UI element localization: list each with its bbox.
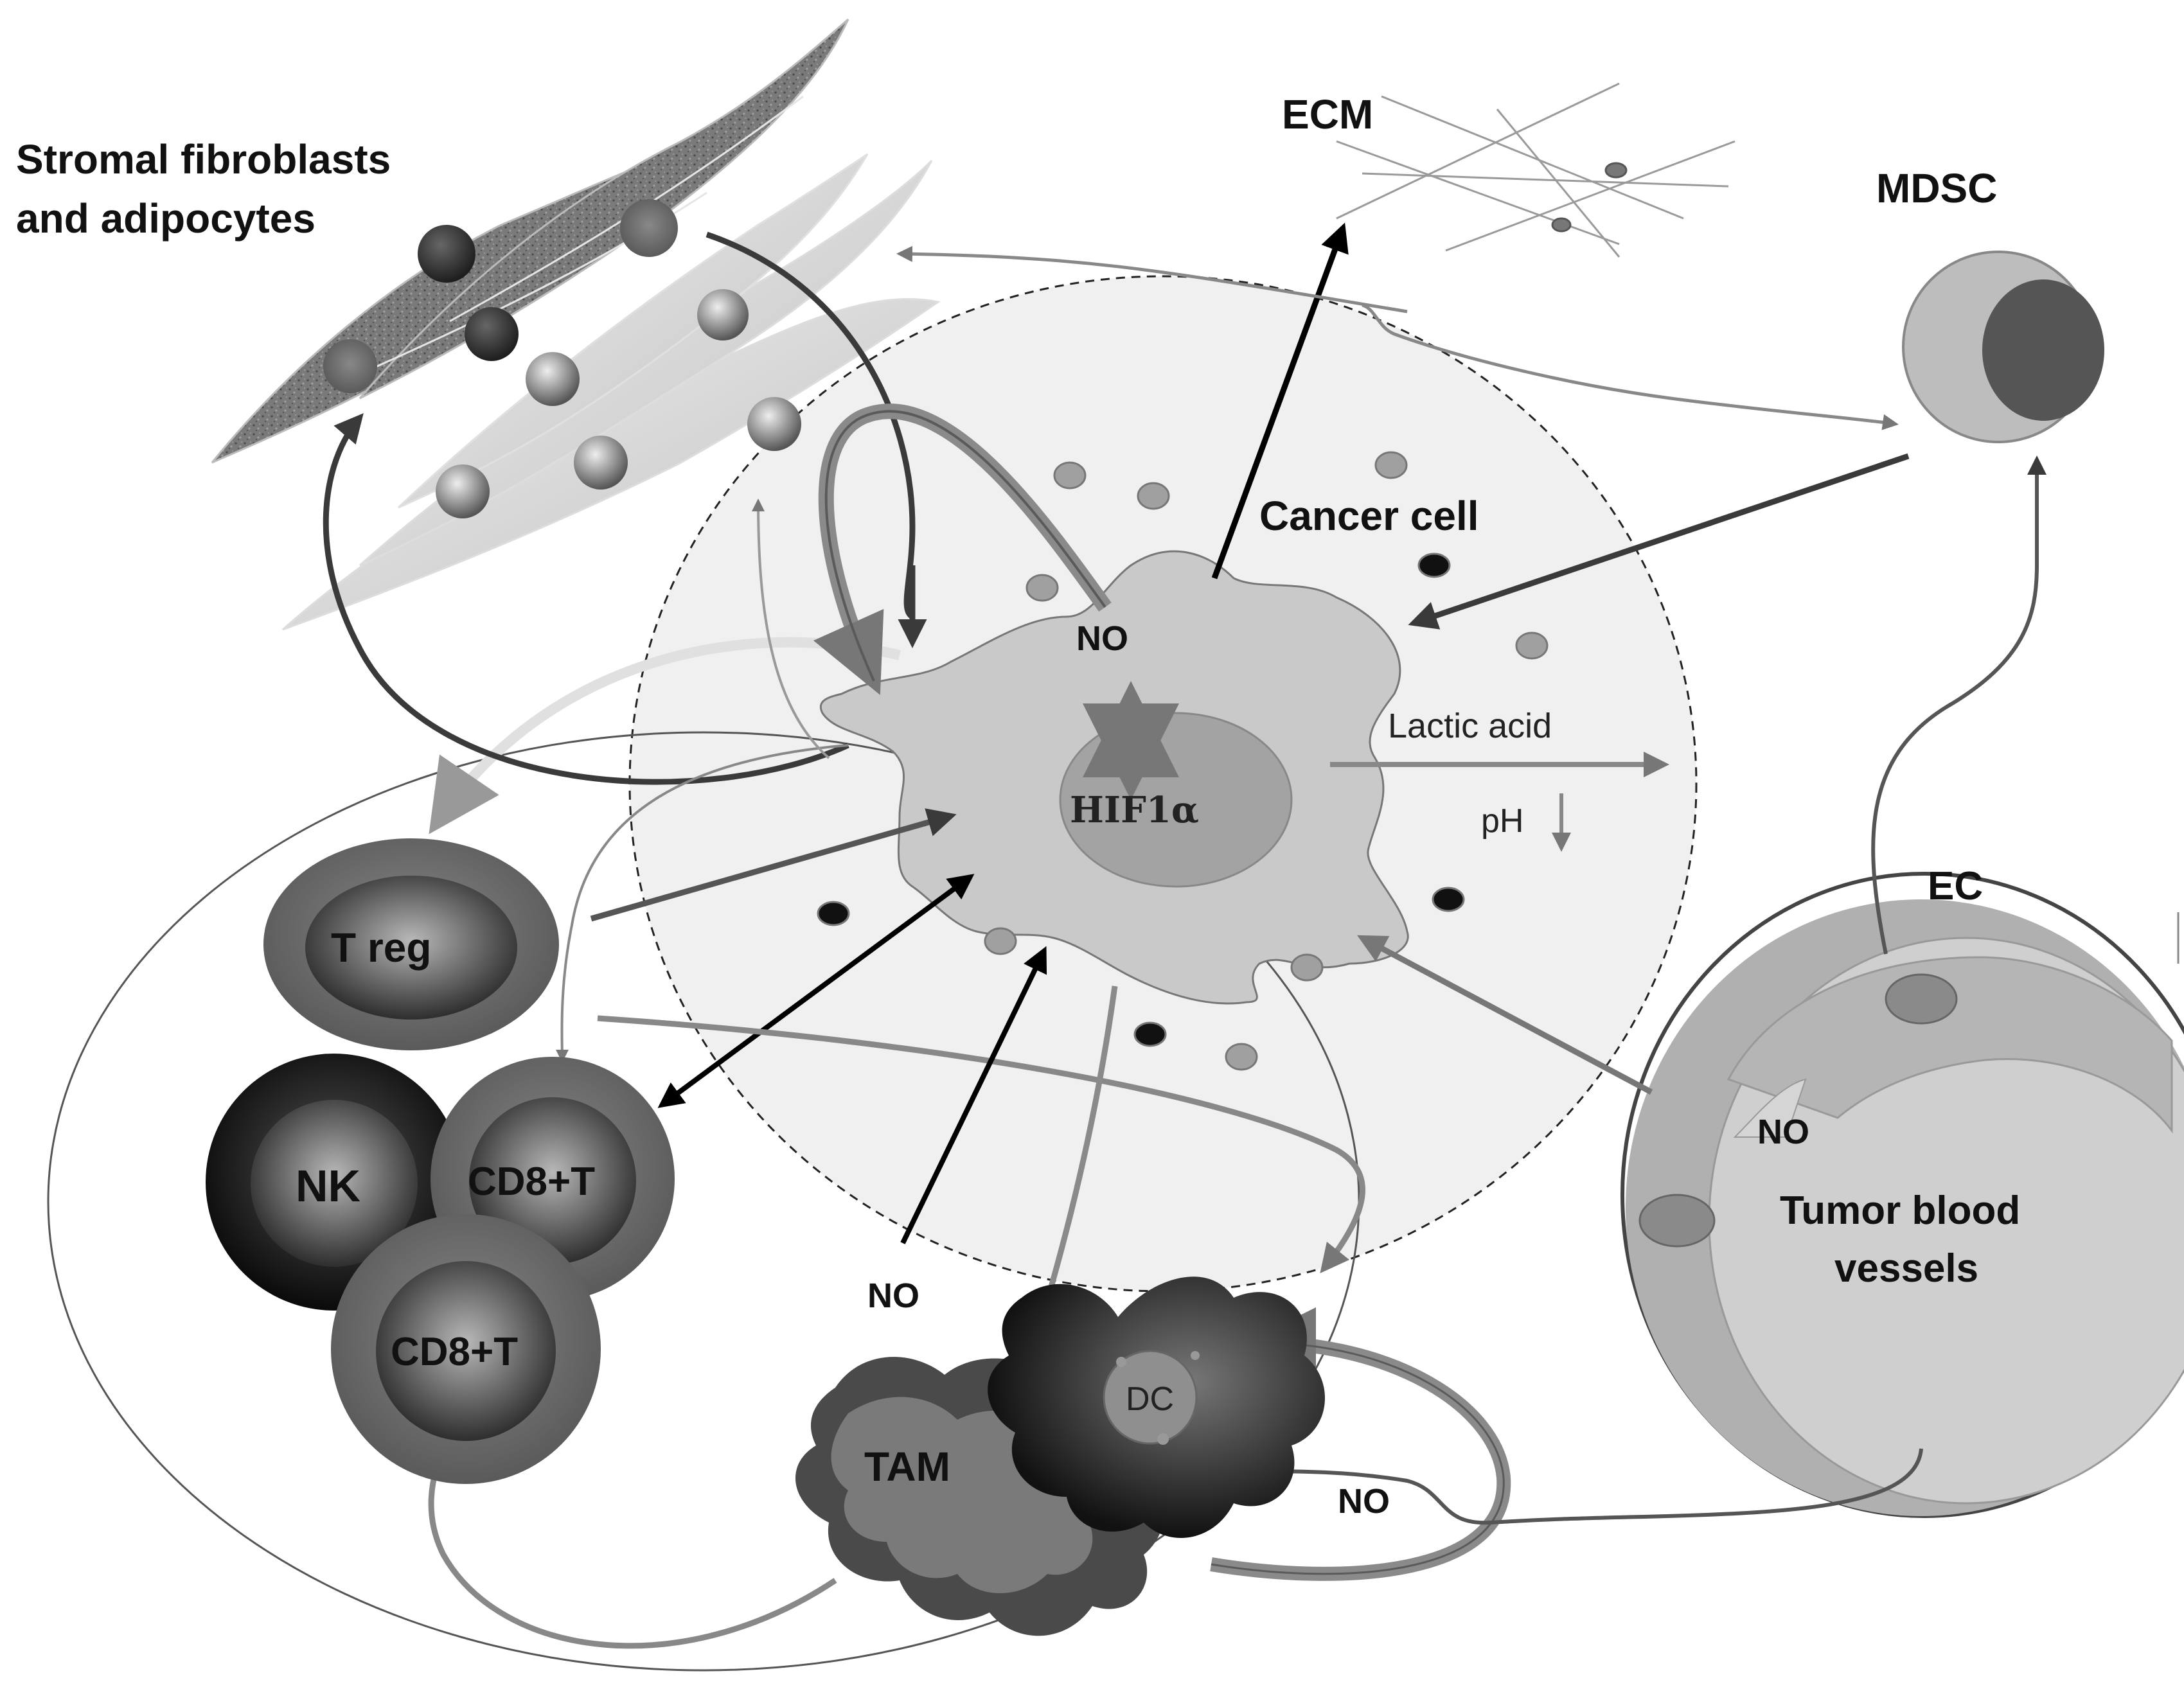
arrow-no-autocrine-edge: [824, 410, 1106, 682]
arrow-mdsc-to-cancer: [1408, 453, 1910, 630]
fibroblast-nucleus: [465, 307, 519, 361]
treg-cell: [263, 838, 559, 1050]
fibroblast-nucleus: [620, 199, 678, 257]
fibroblast-nucleus: [323, 339, 377, 393]
cd8-label-b: CD8+T: [391, 1330, 518, 1374]
fibroblast-nucleus: [418, 225, 475, 283]
tumor-vessels-label-line2: vessels: [1834, 1246, 1978, 1291]
lactic-acid-label: Lactic acid: [1388, 707, 1552, 745]
ec-label: EC: [1928, 864, 1983, 908]
cd8-t-cell-b: [331, 1214, 601, 1484]
no-label-vessel: NO: [1757, 1113, 1809, 1151]
nk-label: NK: [296, 1161, 360, 1211]
cd8-label-a: CD8+T: [468, 1160, 595, 1204]
arrow-immune-to-stromal-thin: [752, 499, 830, 759]
no-label-bottom: NO: [867, 1276, 919, 1315]
ecm-mesh: [1336, 82, 1736, 258]
tam-dc-cluster: [795, 1276, 1326, 1636]
arrow-treg-to-tam: [597, 1015, 1365, 1274]
adipocyte-droplet: [697, 289, 749, 340]
arrow-cancer-to-cd8-thin: [555, 744, 849, 1063]
arrow-stromal-to-cancer: [706, 231, 916, 620]
ph-label: pH: [1481, 802, 1523, 840]
arrow-tam-to-cd8: [420, 1446, 837, 1649]
fibroblast-light-3: [397, 153, 869, 509]
arrow-treg-to-cancer: [590, 808, 957, 922]
stromal-label-line1: Stromal fibroblasts: [16, 136, 391, 182]
adipocyte-droplet: [526, 352, 580, 406]
arrow-vessels-to-cancer: [1357, 935, 1653, 1095]
adipocyte-droplet: [574, 436, 628, 490]
dc-label: DC: [1126, 1381, 1174, 1418]
endothelial-cell: [1638, 1194, 1716, 1248]
arrow-cancer-zone-to-mdsc: [1362, 303, 1899, 430]
arrow-cancer-cd8-bidirectional: [657, 874, 975, 1108]
arrow-no-to-cancer: [900, 946, 1047, 1244]
ecm-label: ECM: [1282, 91, 1373, 137]
endothelial-cell: [1885, 973, 1958, 1025]
tumor-blood-vessels: [1620, 872, 2184, 1518]
arrow-tam-to-dc-edge: [1211, 1341, 1505, 1575]
arrow-vessel-no-to-dc: [1246, 1448, 1923, 1525]
stromal-label-line2: and adipocytes: [16, 195, 315, 242]
hif1a-label: HIF1α: [1070, 789, 1199, 831]
arrow-to-stromal-top: [896, 245, 1408, 314]
arrow-ec-to-mdsc: [1871, 455, 2046, 955]
mdsc-cell: [1902, 251, 2104, 443]
no-label-top: NO: [1076, 619, 1128, 658]
arrow-cancer-to-ecm: [1211, 222, 1349, 579]
arrow-cancer-to-stromal: [323, 413, 849, 785]
adipocyte-droplet: [436, 464, 490, 518]
no-label-dc: NO: [1338, 1482, 1390, 1521]
adipocyte-droplet: [747, 397, 801, 451]
mdsc-label: MDSC: [1876, 165, 1997, 211]
stromal-fibroblasts: [211, 18, 941, 631]
tam-label: TAM: [864, 1444, 950, 1490]
tumor-vessels-label-line1: Tumor blood: [1780, 1188, 2020, 1233]
cancer-cell-label: Cancer cell: [1259, 493, 1479, 539]
treg-label: T reg: [331, 924, 431, 971]
